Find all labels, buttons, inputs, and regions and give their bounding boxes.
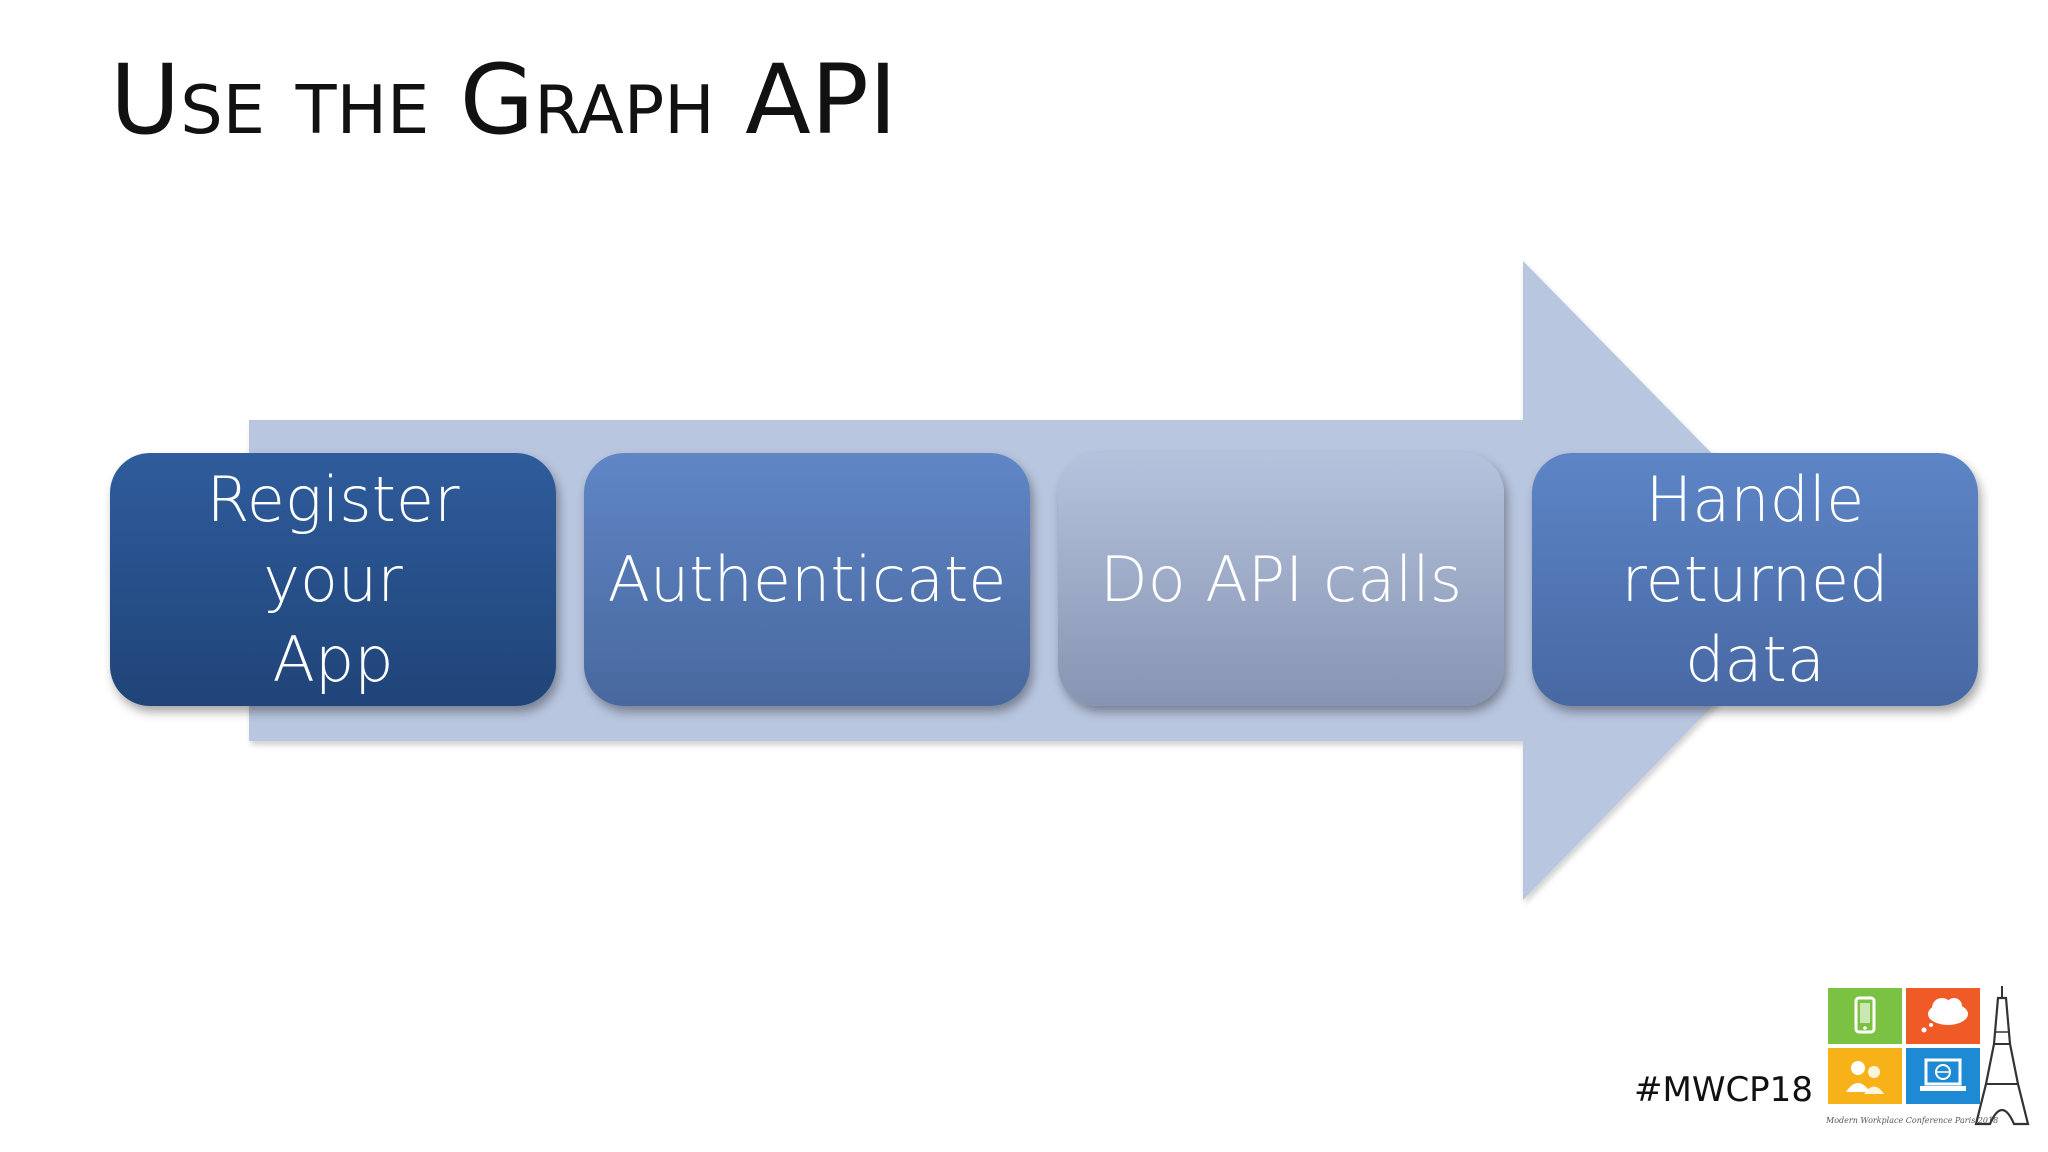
conference-logo: Modern Workplace Conference Paris 2018 xyxy=(1826,984,2032,1136)
event-hashtag: #MWCP18 xyxy=(1634,1070,1813,1110)
logo-tile-green xyxy=(1828,988,1902,1044)
logo-tile-red xyxy=(1906,988,1980,1044)
step-label-line: App xyxy=(272,622,394,696)
step-handle-returned-data: Handle returned data xyxy=(1532,453,1978,706)
step-label-line: Do API calls xyxy=(1099,542,1462,616)
step-authenticate: Authenticate xyxy=(584,453,1030,706)
laptop-globe-icon xyxy=(1920,1058,1966,1091)
logo-tile-yellow xyxy=(1828,1048,1902,1104)
step-register-app: Register your App xyxy=(110,453,556,706)
eiffel-tower-icon xyxy=(1974,986,2030,1126)
logo-tile-blue xyxy=(1906,1048,1980,1104)
step-label-line: Handle xyxy=(1645,462,1865,536)
arrow-shape xyxy=(249,261,1836,900)
slide-title: Use the Graph API xyxy=(110,44,898,156)
step-do-api-calls: Do API calls xyxy=(1058,453,1504,706)
phone-icon xyxy=(1854,996,1876,1034)
step-label-line: returned data xyxy=(1621,542,1889,696)
people-icon xyxy=(1846,1061,1884,1094)
cloud-icon xyxy=(1921,998,1968,1033)
step-label-line: Authenticate xyxy=(607,542,1007,616)
step-label-line: Register your xyxy=(206,462,460,616)
logo-caption: Modern Workplace Conference Paris 2018 xyxy=(1826,1116,1999,1125)
